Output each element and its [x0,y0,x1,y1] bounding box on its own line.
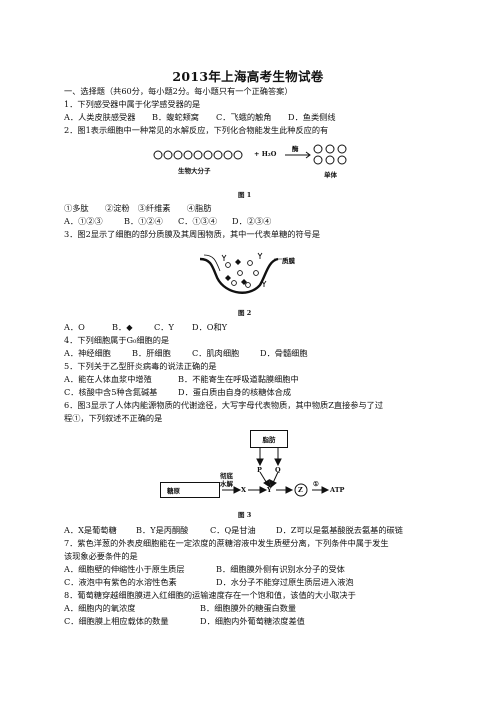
q5-stem: 5．下列关于乙型肝炎病毒的说法正确的是 [64,361,217,371]
q1-stem: 1．下列感受器中属于化学感受器的是 [64,99,201,109]
q2-option-c: C．①③④ [178,216,218,226]
figure-2-membrane: 质膜 [198,245,298,303]
q1-option-d: D．鱼类侧线 [288,112,336,122]
q4-option-a: A．神经细胞 [64,348,111,358]
figure-1-hydrolysis: + H₂O 酶 生物大分子 单体 [150,140,360,180]
q5-option-b: B．不能寄生在呼吸道黏膜细胞中 [178,374,299,384]
q7-option-b: B．细胞膜外侧有识别水分子的受体 [216,564,345,574]
fig3-p-label: P [257,466,262,474]
q3-option-c: C．Y [154,322,174,332]
q6-option-b: B．Y是丙酮酸 [136,525,189,535]
q7-option-c: C．液泡中有紫色的水溶性色素 [64,577,177,587]
metabolism-arrows [222,446,330,497]
fig3-atp-label: ATP [330,486,345,494]
figure-3-caption: 图 3 [238,511,252,519]
fig3-z-label: Z [298,486,303,494]
q6-option-d: D．Z可以是氨基酸脱去氨基的碳链 [276,525,403,535]
q6-stem-line1: 6．图3显示了人体内能源物质的代谢途径，大写字母代表物质，其中物质Z直接参与了过 [64,400,384,410]
fig3-y-label: Y [267,486,272,494]
q1-option-c: C．飞蛾的触角 [216,112,272,122]
fig1-water-label: + H₂O [254,150,277,158]
fig3-x-label: X [241,486,247,494]
q2-choices: ①多肽 ②淀粉 ③纤维素 ④脂肪 [64,203,212,213]
fig3-process-1-label: ① [313,480,319,488]
q5-option-c: C．核酸中含5种含氮碱基 [64,387,158,397]
q6-stem-line2: 程①，下列叙述不正确的是 [64,413,163,423]
fig3-hydrolysis-line2: 水解 [220,480,233,488]
q3-stem: 3．图2显示了细胞的部分质膜及其周围物质，其中一代表单糖的符号是 [64,229,321,239]
fig2-membrane-label: 质膜 [282,257,295,265]
figure-2-caption: 图 2 [238,309,252,317]
fig3-glycogen-box: 糖原 [160,482,220,498]
fig3-fat-box: 脂肪 [250,430,288,448]
figure-1-caption: 图 1 [238,191,252,199]
fig3-q-label: Q [275,466,281,474]
page-title: 2013年上海高考生物试卷 [172,69,324,84]
q8-option-b: B．细胞膜外的糖蛋白数量 [200,603,297,613]
fig1-monomer-label: 单体 [324,171,337,179]
q2-option-b: B．①②④ [124,216,163,226]
section-heading: 一、选择题（共60分，每小题2分。每小题只有一个正确答案） [64,86,293,96]
membrane-diagram [199,252,282,294]
q4-option-b: B．肝细胞 [132,348,171,358]
q1-option-a: A．人类皮肤感受器 [64,112,136,122]
q7-stem-line1: 7．紫色洋葱的外表皮细胞能在一定浓度的蔗糖溶液中发生质壁分离，下列条件中属于发生 [64,538,389,548]
q6-option-a: A．X是葡萄糖 [64,525,117,535]
fig3-fat-label: 脂肪 [262,436,276,444]
q7-stem-line2: 该现象必要条件的是 [64,551,138,561]
q4-option-c: C．肌肉细胞 [192,348,240,358]
q4-stem: 4．下列细胞属于G₀细胞的是 [64,335,170,345]
q8-stem: 8．葡萄糖穿越细胞膜进入红细胞的运输速度存在一个饱和值，该值的大小取决于 [64,590,356,600]
hydrolysis-diagram [153,144,347,165]
q6-option-c: C．Q是甘油 [210,525,256,535]
figure-3-metabolism: 脂肪 糖原 彻底 水解 X Y Z P Q ① ATP [160,430,360,505]
fig1-enzyme-label: 酶 [292,145,299,153]
q5-option-a: A．能在人体血浆中增殖 [64,374,152,384]
fig3-glycogen-label: 糖原 [167,487,180,495]
fig3-hydrolysis-line1: 彻底 [220,472,233,480]
q7-option-a: A．细胞壁的伸缩性小于原生质层 [64,564,185,574]
q2-option-a: A．①②③ [64,216,103,226]
q2-option-d: D．②③④ [232,216,272,226]
q7-option-d: D．水分子不能穿过原生质层进入液泡 [216,577,354,587]
q3-option-b: B．◆ [112,322,133,332]
q8-option-d: D．细胞内外葡萄糖浓度差值 [200,616,305,626]
q8-option-a: A．细胞内的氧浓度 [64,603,136,613]
q4-option-d: D．骨髓细胞 [260,348,308,358]
q8-option-c: C．细胞膜上相应载体的数量 [64,616,169,626]
q1-option-b: B．蝮蛇颊窝 [152,112,199,122]
q3-option-d: D．O和Y [192,322,228,332]
fig1-macromolecule-label: 生物大分子 [178,167,211,175]
q5-option-d: D．蛋白质由自身的核糖体合成 [178,387,292,397]
q2-stem: 2．图1表示细胞中一种常见的水解反应，下列化合物能发生此种反应的有 [64,125,329,135]
q3-option-a: A．O [64,322,85,332]
